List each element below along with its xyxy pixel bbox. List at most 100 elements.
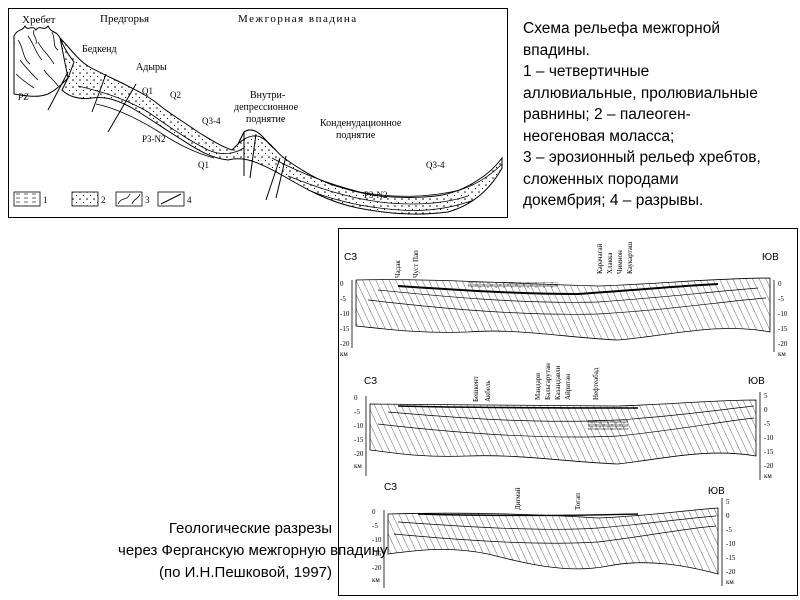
p3-lt-3: -15 [372,550,382,558]
p3n2-right-label: P3-N2 [364,190,388,200]
relief-scheme: Хребет Предгорья Межгорная впадина PZ Бе… [8,8,508,218]
scheme-description: Схема рельефа межгорной впадины. 1 – чет… [523,18,795,212]
p1-well-4: Чимион [616,250,624,274]
q34-left-label: Q3-4 [202,116,221,126]
legend-swatch-1 [13,191,41,207]
p1-rt-unit: км [778,350,786,358]
p1-rt-2: -10 [778,310,788,318]
scheme-legend: 1 2 3 4 [13,191,192,207]
p2-rt-1: 0 [764,406,768,414]
p2-lt-unit: км [354,462,362,470]
p1-well-1: Чуст Пап [412,250,420,278]
legend-label-1: 1 [43,195,48,205]
p1-rt-4: -20 [778,340,788,348]
p1-lt-0: 0 [340,280,344,288]
p2-rt-3: -10 [764,434,774,442]
p2-lt-0: 0 [354,394,358,402]
p2-lt-2: -10 [354,422,364,430]
p2-rt-2: -5 [764,420,770,428]
p2-rt-4: -15 [764,448,774,456]
p1-well-3: Хлакка [606,252,614,274]
sections-caption-line1: Геологические разрезы [168,520,332,537]
description-item3-line1: 3 – эрозионный рельеф хребтов, [523,149,761,166]
adyry-label: Адыры [136,62,167,73]
legend-label-3: 3 [145,195,150,205]
description-item2-line2: неогеновая моласса; [523,127,675,145]
p3-rt-unit: км [726,578,734,586]
p3-rt-5: -20 [726,568,736,576]
p2-well-6: Нефтеабад [592,367,600,400]
uplift-cond-line2: поднятие [336,130,376,141]
description-item3-line2: сложенных породами [523,170,679,188]
p2-lt-3: -15 [354,436,364,444]
q1-low-label: Q1 [198,160,209,170]
p2-lt-4: -20 [354,450,364,458]
p3-well-1: Тогап [574,493,582,510]
profile-2-se: ЮВ [748,376,765,387]
p1-well-0: Чадак [394,260,402,278]
sections-caption-line2: через Ферганскую межгорную впадину [118,542,388,559]
p3-lt-0: 0 [372,508,376,516]
p2-well-0: Бешкент [472,376,480,402]
uplift-inner-line3: поднятие [246,114,286,125]
p1-lt-4: -20 [340,340,350,348]
profile-2-nw: СЗ [364,376,377,387]
profile-2: СЗ ЮВ 0 -5 -10 -15 -20 км 5 0 -5 -10 -15… [354,363,774,480]
zone-basin-label: Межгорная впадина [238,13,358,25]
legend-label-2: 2 [101,195,106,205]
profile-1: СЗ ЮВ 0 -5 -10 -15 -20 км 0 -5 -10 -15 -… [340,241,788,358]
pz-label: PZ [17,92,29,102]
p2-rt-0: 5 [764,392,768,400]
p3-rt-1: 0 [726,512,730,520]
q1-label: Q1 [142,86,153,96]
fault-lines [47,71,287,201]
p3-rt-3: -10 [726,540,736,548]
p2-well-5: Айритан [564,374,572,400]
p1-lt-1: -5 [340,295,346,303]
sections-caption: Геологические разрезы через Ферганскую м… [118,518,388,584]
uplift-inner-line2: депрессионное [234,102,299,113]
p1-lt-unit: км [340,350,348,358]
p3-rt-2: -5 [726,526,732,534]
p3-lt-unit: км [372,576,380,584]
q2-label: Q2 [170,90,181,100]
p1-rt-1: -5 [778,295,784,303]
profile-3-se: ЮВ [708,486,725,497]
p1-lt-3: -15 [340,325,350,333]
p2-rt-5: -20 [764,462,774,470]
profile-1-nw: СЗ [344,252,357,263]
p3-rt-0: 5 [726,498,730,506]
description-item3-line3: докембрия; 4 – разрывы. [523,192,704,209]
description-item1-line2: аллювиальные, пролювиальные [523,84,758,102]
bedkend-label: Бедкенд [82,44,117,55]
zone-foothills-label: Предгорья [100,13,149,25]
p3n2-left-label: P3-N2 [142,134,166,144]
p1-lt-2: -10 [340,310,350,318]
description-item1-line1: 1 – четвертичные [523,63,650,80]
p1-well-2: Карачагай [596,243,604,274]
uplift-inner-line1: Внутри- [250,90,285,101]
p2-well-4: Казандавли [554,365,562,400]
sections-caption-line3: (по И.Н.Пешковой, 1997) [158,564,332,581]
p2-well-3: Бальгарутан [544,363,552,400]
zone-ridge-label: Хребет [22,14,56,26]
profile-1-se: ЮВ [762,252,779,263]
foothill-molasse [59,36,503,215]
p3-well-0: Дигмай [514,487,522,510]
p1-rt-3: -15 [778,325,788,333]
p2-lt-1: -5 [354,408,360,416]
q34-right-label: Q3-4 [426,160,445,170]
legend-swatch-2 [71,191,99,207]
description-title-line1: Схема рельефа межгорной [523,20,720,37]
p3-lt-1: -5 [372,522,378,530]
ridge-mountains [13,24,75,97]
p2-well-1: Акбель [484,380,492,402]
p2-rt-unit: км [764,472,772,480]
profile-3: СЗ ЮВ 0 -5 -10 -15 -20 км 5 0 -5 -10 -15… [372,482,736,588]
profile-3-nw: СЗ [384,482,397,493]
geological-sections: СЗ ЮВ 0 -5 -10 -15 -20 км 0 -5 -10 -15 -… [338,228,798,596]
legend-swatch-3 [115,191,143,207]
uplift-cond-line1: Конденудационное [320,118,402,129]
legend-label-4: 4 [187,195,192,205]
scheme-frame [8,8,508,218]
